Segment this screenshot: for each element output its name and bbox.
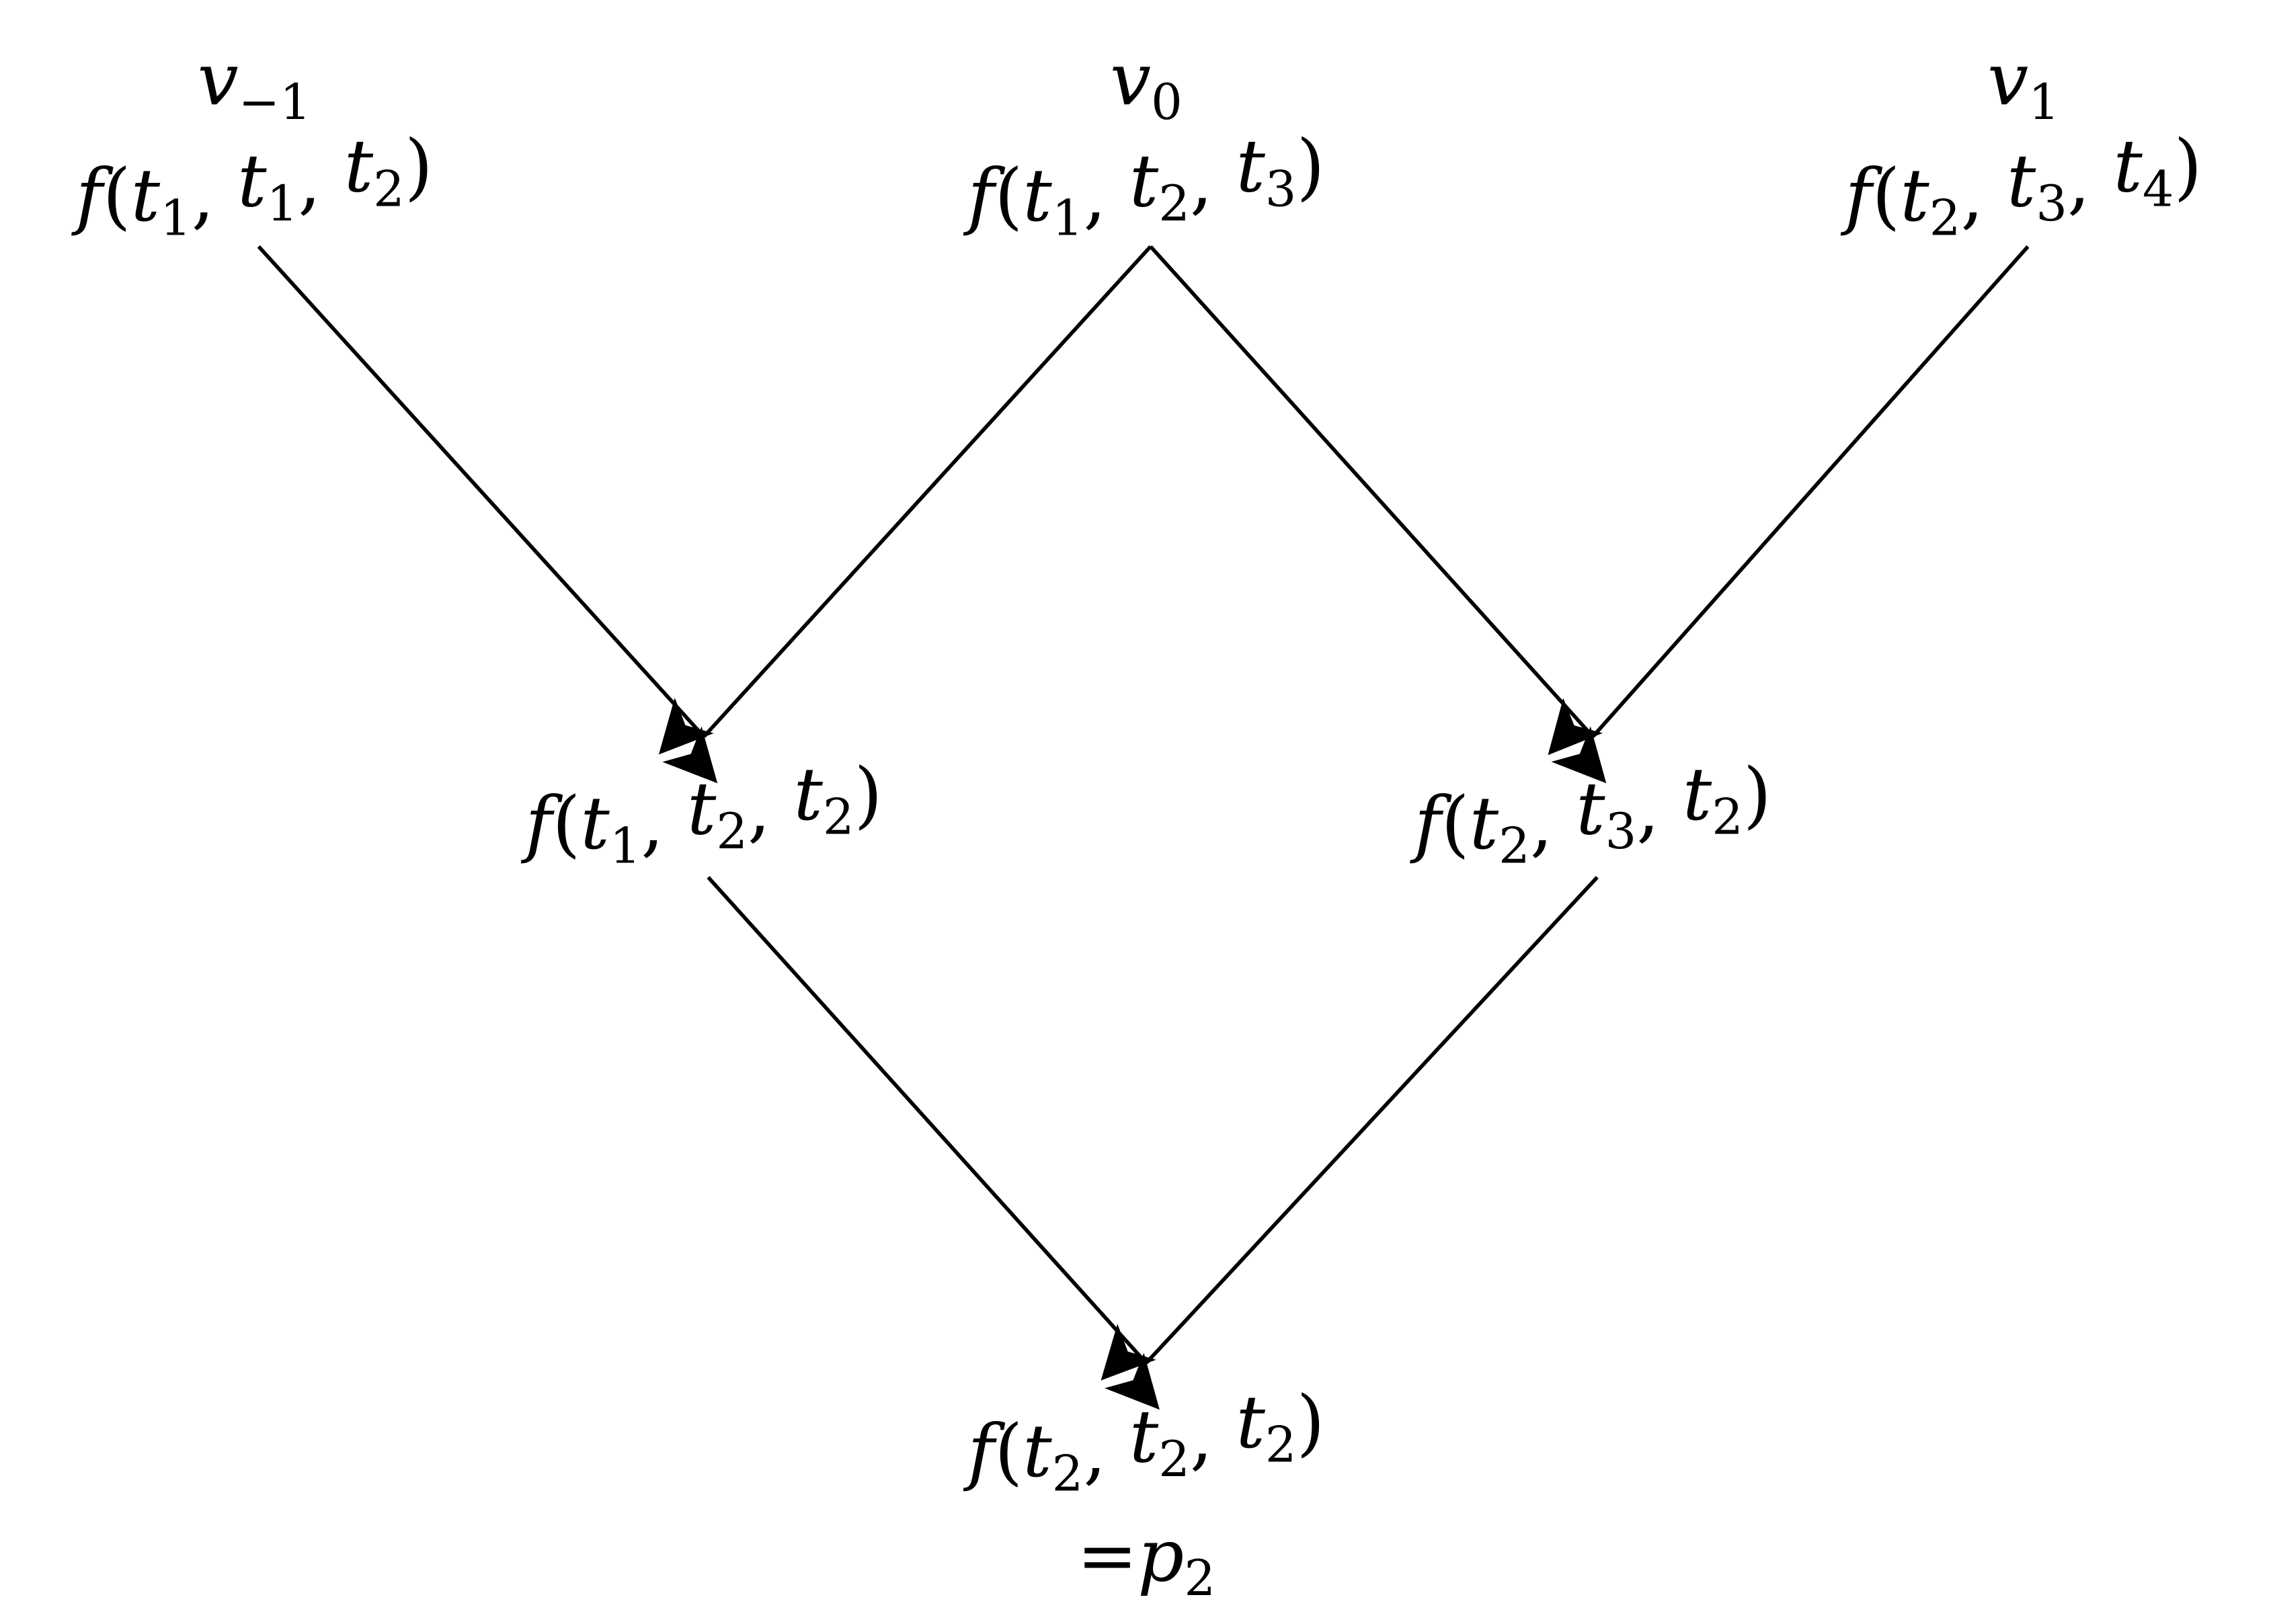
result-subscript: 2 [1184,1550,1215,1607]
result-name: p [1138,1514,1184,1598]
argument-name: t [1236,1381,1265,1465]
node-function: f(t2, t3, t2) [1410,753,1771,875]
variable-name: v [1110,38,1151,122]
arrow-mid-left-to-bottom [707,876,1160,1410]
node-v-1: v−1f(t1, t1, t2) [71,38,433,247]
node-function: f(t1, t2, t2) [520,753,882,875]
arrow-v0-to-mid-right [1149,245,1607,784]
node-bottom: f(t2, t2, t2)=p2 [963,1381,1324,1607]
argument-subscript: 1 [267,175,298,233]
argument-subscript: 2 [1158,175,1190,233]
argument-name: t [1236,125,1265,209]
node-mid-left: f(t1, t2, t2) [520,753,882,875]
argument-subscript: 2 [1712,788,1743,846]
result-equals: = [1077,1514,1138,1598]
variable-subscript: −1 [239,74,311,131]
node-result: =p2 [1077,1514,1215,1607]
argument-subscript: 2 [716,803,748,860]
argument-subscript: 4 [2143,161,2174,218]
argument-name: t [237,139,267,223]
argument-subscript: 1 [610,818,641,875]
argument-subscript: 2 [1499,818,1530,875]
argument-name: t [687,767,717,851]
argument-subscript: 3 [2036,175,2067,233]
variable-subscript: 1 [2028,74,2060,131]
node-variable: v0 [1110,38,1183,131]
node-variable: v1 [1987,38,2060,131]
argument-subscript: 2 [1265,1416,1297,1473]
argument-name: t [344,125,374,209]
arrow-v0-to-mid-left [658,245,1152,755]
argument-subscript: 3 [1605,803,1637,860]
arrow-v1-to-mid-right [1548,245,2030,756]
argument-name: t [1023,154,1052,238]
node-v0: v0f(t1, t2, t3) [963,38,1324,247]
arrow-mid-right-to-bottom [1101,876,1599,1381]
argument-name: t [794,753,824,837]
arrow-v-1-to-mid-left [257,245,718,784]
argument-name: t [580,782,610,866]
argument-name: t [2007,139,2036,223]
argument-subscript: 1 [160,190,192,247]
node-function: f(t1, t1, t2) [71,125,433,247]
argument-name: t [1129,139,1159,223]
node-variable: v−1 [198,38,311,131]
node-mid-right: f(t2, t3, t2) [1410,753,1771,875]
argument-name: t [1023,1410,1052,1494]
argument-name: t [2114,125,2143,209]
argument-name: t [1129,1395,1159,1479]
edges [257,245,2030,1410]
argument-subscript: 3 [1265,161,1297,218]
variable-subscript: 0 [1151,74,1183,131]
argument-subscript: 2 [1052,1446,1084,1503]
nodes: v−1f(t1, t1, t2)v0f(t1, t2, t3)v1f(t2, t… [71,38,2202,1607]
variable-name: v [1987,38,2028,122]
argument-subscript: 2 [373,161,405,218]
argument-subscript: 2 [1158,1431,1190,1488]
argument-subscript: 2 [1929,190,1961,247]
argument-name: t [1576,767,1605,851]
argument-name: t [131,154,161,238]
node-function: f(t1, t2, t3) [963,125,1324,247]
argument-subscript: 1 [1052,190,1084,247]
argument-subscript: 2 [823,788,854,846]
node-function: f(t2, t3, t4) [1840,125,2202,247]
variable-name: v [198,38,239,122]
argument-name: t [1470,782,1499,866]
node-v1: v1f(t2, t3, t4) [1840,38,2202,247]
argument-name: t [1900,154,1929,238]
node-function: f(t2, t2, t2) [963,1381,1324,1503]
argument-name: t [1683,753,1712,837]
